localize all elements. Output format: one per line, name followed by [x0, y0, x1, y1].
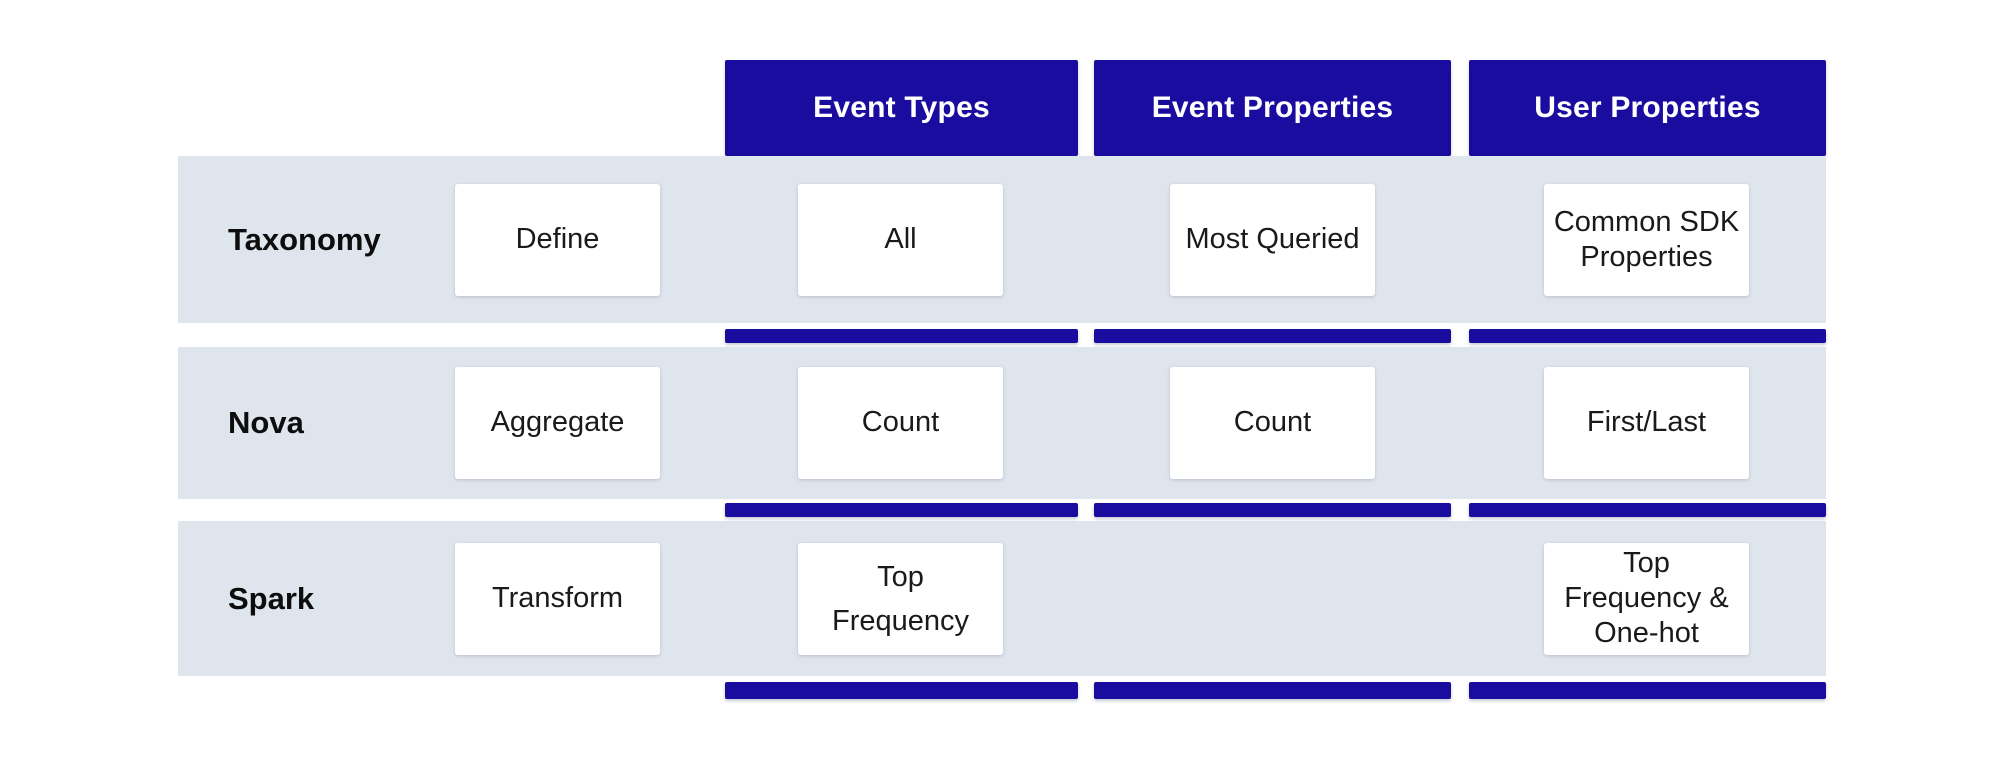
column-connector-bar: [1469, 503, 1826, 517]
column-connector-bar: [1094, 682, 1451, 699]
column-header-label: User Properties: [1534, 91, 1761, 124]
card-spark-event-types: Top Frequency: [798, 542, 1003, 655]
card-spark-user-properties: Top Frequency & One-hot: [1544, 542, 1749, 655]
column-connector-bar: [1469, 329, 1826, 343]
row-label-taxonomy: Taxonomy: [228, 221, 381, 257]
row-taxonomy: Taxonomy Define All Most Queried Common …: [178, 156, 1826, 323]
card-taxonomy-user-properties: Common SDK Properties: [1544, 183, 1749, 296]
row-nova: Nova Aggregate Count Count First/Last: [178, 347, 1826, 499]
column-header-label: Event Types: [813, 91, 990, 124]
card-taxonomy-event-types: All: [798, 183, 1003, 296]
column-connector-bar: [1469, 682, 1826, 699]
card-taxonomy-stage: Define: [455, 183, 660, 296]
row-spark: Spark Transform Top Frequency Top Freque…: [178, 521, 1826, 676]
column-connector-bar: [725, 329, 1078, 343]
empty-cell-spark-event-properties: [1170, 543, 1375, 655]
card-taxonomy-event-properties: Most Queried: [1170, 183, 1375, 296]
card-nova-stage: Aggregate: [455, 367, 660, 479]
column-header-event-properties: Event Properties: [1094, 60, 1451, 156]
column-connector-bar: [725, 503, 1078, 517]
column-header-label: Event Properties: [1151, 91, 1394, 124]
column-connector-bar: [1094, 329, 1451, 343]
column-header-user-properties: User Properties: [1469, 60, 1826, 156]
card-spark-stage: Transform: [455, 542, 660, 655]
column-connector-bar: [725, 682, 1078, 699]
card-nova-user-properties: First/Last: [1544, 367, 1749, 479]
row-label-spark: Spark: [228, 580, 315, 616]
column-header-event-types: Event Types: [725, 60, 1078, 156]
row-label-nova: Nova: [228, 405, 304, 440]
card-nova-event-types: Count: [798, 367, 1003, 479]
card-nova-event-properties: Count: [1170, 367, 1375, 479]
column-connector-bar: [1094, 503, 1451, 517]
